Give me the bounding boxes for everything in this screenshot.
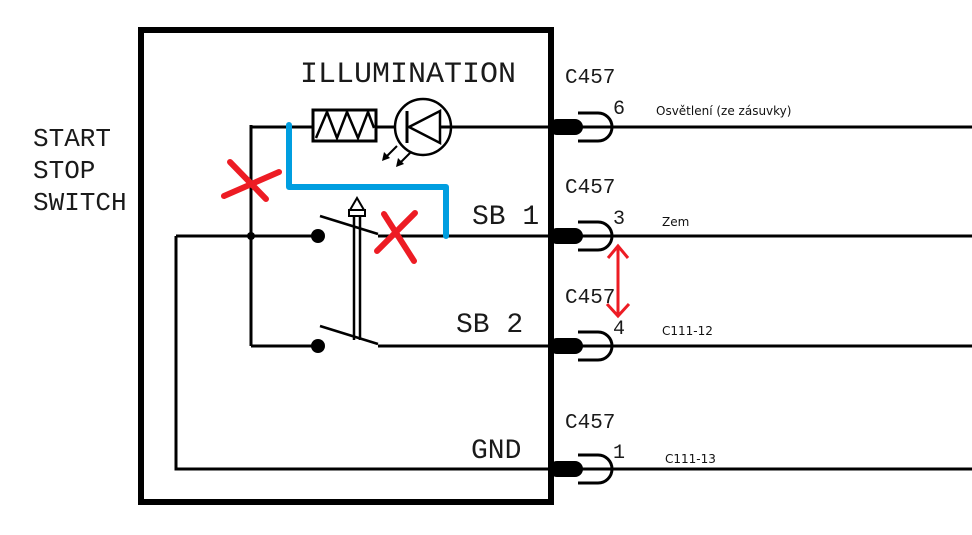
- sb1-label: SB 1: [472, 202, 539, 233]
- socket-icon: [578, 220, 614, 252]
- socket-icon: [578, 453, 614, 485]
- socket-icon: [578, 111, 614, 143]
- pin-number: 6: [613, 98, 625, 121]
- sb2-switch-blade: [319, 324, 379, 346]
- illumination-label: ILLUMINATION: [300, 58, 516, 92]
- connector-pin4: C457 4 C111-12: [549, 287, 713, 362]
- plug-icon: [549, 338, 583, 354]
- cut-mark-icon: [221, 159, 282, 202]
- socket-icon: [578, 330, 614, 362]
- sb2-label: SB 2: [456, 310, 523, 341]
- led-icon: [382, 97, 453, 167]
- connector-pin6: C457 6 Osvětlení (ze zásuvky): [549, 67, 791, 143]
- gnd-label: GND: [471, 436, 521, 467]
- push-actuator-icon: [348, 196, 366, 340]
- wire-gnd: [174, 236, 972, 471]
- side-label-line-3: SWITCH: [33, 188, 127, 218]
- wire-label: Osvětlení (ze zásuvky): [656, 104, 791, 118]
- modification-wire: [286, 122, 449, 239]
- sb1-contact-dot: [311, 229, 325, 243]
- plug-icon: [549, 228, 583, 244]
- double-arrow-icon: [605, 243, 631, 319]
- wire-label: Zem: [662, 215, 689, 229]
- connector-id: C457: [565, 67, 615, 90]
- connector-id: C457: [565, 412, 615, 435]
- connector-id: C457: [565, 287, 615, 310]
- side-label-line-2: STOP: [33, 156, 95, 186]
- connector-pin1: C457 1 C111-13: [549, 412, 716, 485]
- connector-pin3: C457 3 Zem: [549, 177, 689, 252]
- wire-label: C111-13: [665, 452, 716, 466]
- connector-id: C457: [565, 177, 615, 200]
- pin-number: 3: [613, 208, 625, 231]
- wire-label: C111-12: [662, 324, 713, 338]
- cut-mark-icon: [374, 210, 418, 264]
- plug-icon: [549, 461, 583, 477]
- side-label-line-1: START: [33, 124, 111, 154]
- pin-number: 1: [613, 442, 625, 465]
- sb2-contact-dot: [311, 339, 325, 353]
- pin-number: 4: [613, 318, 625, 341]
- sb1-switch-blade: [319, 214, 379, 236]
- switch-housing: [138, 27, 554, 505]
- plug-icon: [549, 119, 583, 135]
- resistor-icon: [311, 108, 378, 143]
